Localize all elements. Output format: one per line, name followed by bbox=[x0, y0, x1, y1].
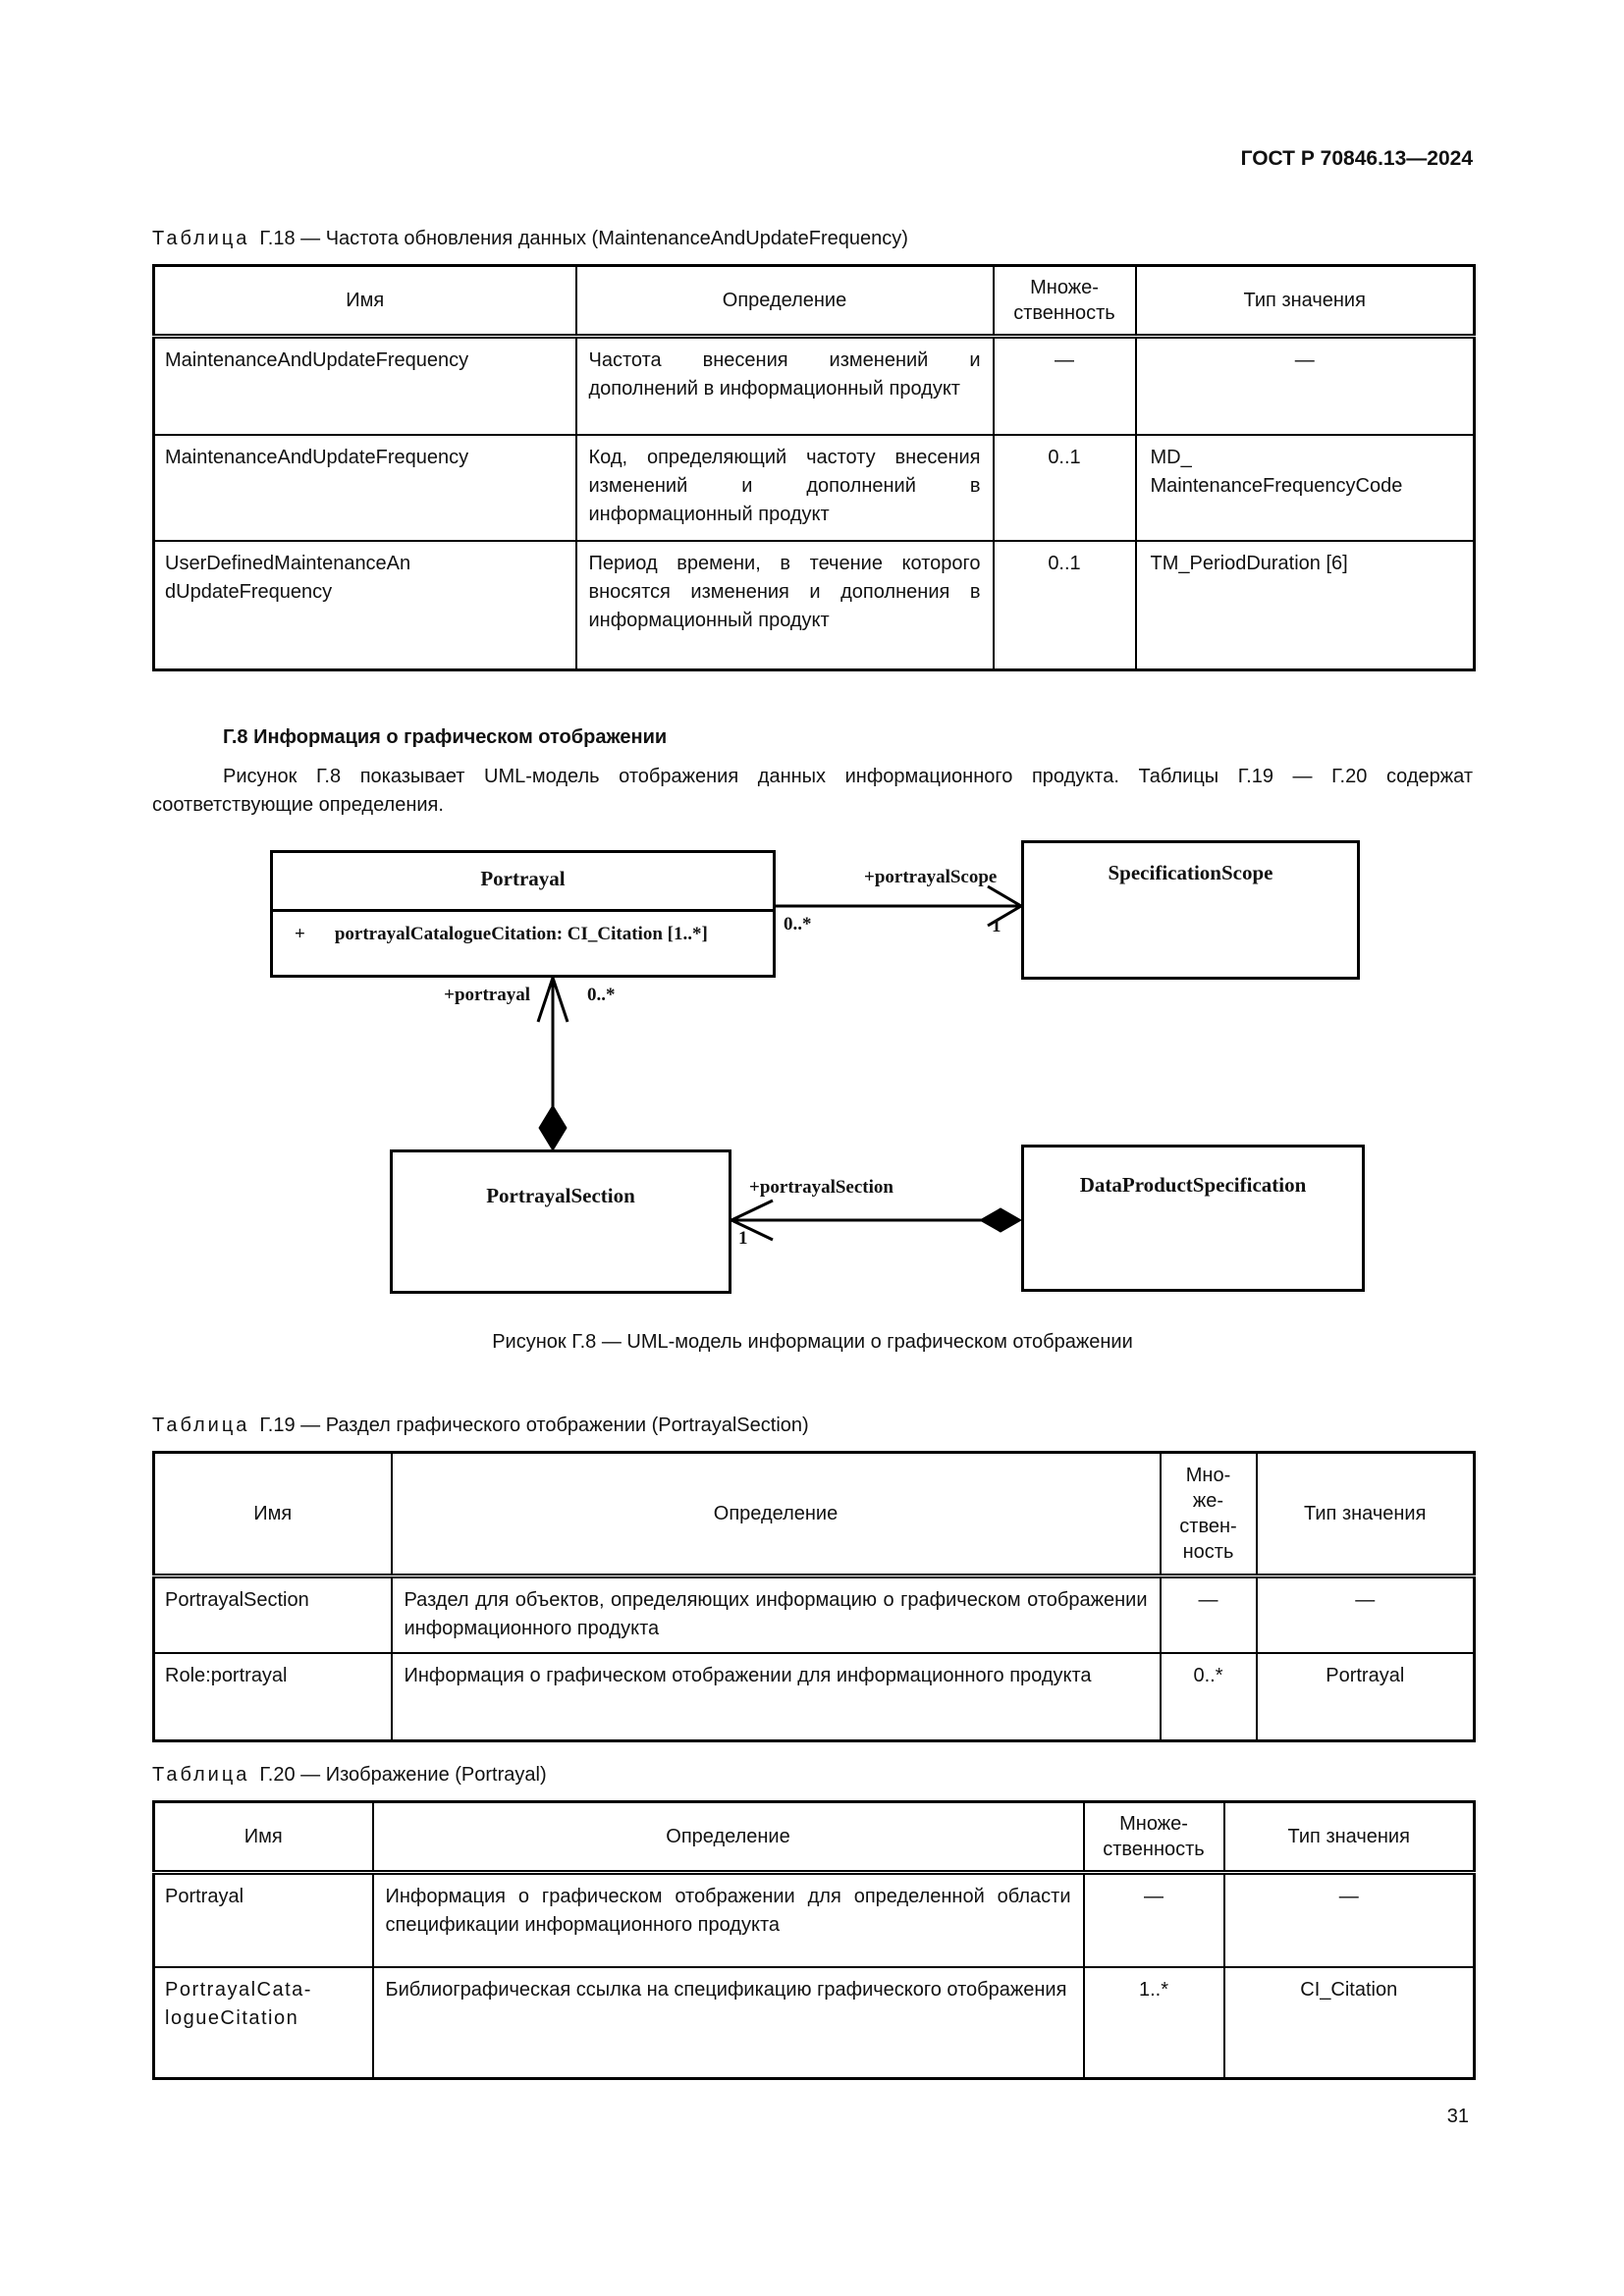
open-arrowhead-left-icon bbox=[728, 1199, 774, 1242]
table-caption-text: Г.18 — Частота обновления данных (Mainte… bbox=[259, 228, 908, 249]
attribute-text: portrayalCatalogueCitation: CI_Citation … bbox=[334, 924, 708, 944]
association-role-label: +portrayalScope bbox=[864, 867, 998, 887]
cell-multiplicity: 0..1 bbox=[992, 539, 1137, 671]
composition-diamond-icon bbox=[978, 1207, 1023, 1233]
col-header-multiplicity: Множе- ственность bbox=[992, 264, 1137, 339]
col-header-definition: Определение bbox=[371, 1800, 1085, 1875]
table-row: UserDefinedMaintenanceAn dUpdateFrequenc… bbox=[152, 539, 1476, 671]
table-caption-word: Таблица bbox=[152, 1415, 250, 1436]
cell-valuetype: — bbox=[1134, 335, 1476, 436]
document-code-header: ГОСТ Р 70846.13—2024 bbox=[1240, 147, 1473, 170]
figure-caption: Рисунок Г.8 — UML-модель информации о гр… bbox=[492, 1331, 1133, 1353]
col-header-multiplicity: Мно- же- ствен- ность bbox=[1159, 1451, 1258, 1578]
cell-name: MaintenanceAndUpdateFrequency bbox=[152, 335, 577, 436]
cell-multiplicity: — bbox=[1082, 1871, 1225, 1968]
table-g19-caption: Таблица Г.19 — Раздел графического отобра… bbox=[152, 1415, 1473, 1437]
uml-connector-layer bbox=[536, 884, 1024, 1242]
cell-name: PortrayalSection bbox=[152, 1575, 393, 1654]
section-paragraph: Рисунок Г.8 показывает UML-модель отобра… bbox=[152, 766, 1473, 816]
col-header-definition: Определение bbox=[574, 264, 995, 339]
col-header-name: Имя bbox=[152, 264, 577, 339]
cell-name: MaintenanceAndUpdateFrequency bbox=[152, 433, 577, 542]
class-name-portrayalsection: PortrayalSection bbox=[486, 1184, 635, 1207]
association-role-label: +portrayalSection bbox=[749, 1177, 893, 1198]
table-row: Portrayal Информация о графическом отобр… bbox=[152, 1871, 1476, 1968]
table-caption-word: Таблица bbox=[152, 228, 250, 249]
cell-multiplicity: 0..1 bbox=[992, 433, 1137, 542]
col-header-definition: Определение bbox=[390, 1451, 1162, 1578]
multiplicity-label: 0..* bbox=[784, 914, 812, 934]
cell-valuetype: CI_Citation bbox=[1222, 1965, 1476, 2080]
cell-valuetype: TM_PeriodDuration [6] bbox=[1134, 539, 1476, 671]
cell-definition: Раздел для объектов, определяющих информ… bbox=[390, 1575, 1162, 1654]
cell-valuetype: — bbox=[1222, 1871, 1476, 1968]
class-box-portrayal: Portrayal + portrayalCatalogueCitation: … bbox=[270, 850, 776, 978]
multiplicity-label: 1 bbox=[992, 916, 1001, 936]
table-row: Role:portrayal Информация о графическом … bbox=[152, 1651, 1476, 1742]
cell-name: UserDefinedMaintenanceAn dUpdateFrequenc… bbox=[152, 539, 577, 671]
cell-definition: Частота внесения изменений и дополнений … bbox=[574, 335, 995, 436]
section-heading: Г.8 Информация о графическом отображении bbox=[223, 726, 668, 748]
table-g18-caption: Таблица Г.18 — Частота обновления данных … bbox=[152, 228, 1473, 250]
table-header-row: Имя Определение Мно- же- ствен- ность Ти… bbox=[152, 1451, 1476, 1578]
col-header-multiplicity: Множе- ственность bbox=[1082, 1800, 1225, 1875]
association-role-label: +portrayal bbox=[444, 985, 530, 1005]
cell-definition: Код, определяющий частоту внесения измен… bbox=[574, 433, 995, 542]
col-header-valuetype: Тип значения bbox=[1222, 1800, 1476, 1875]
col-header-valuetype: Тип значения bbox=[1255, 1451, 1476, 1578]
cell-valuetype: Portrayal bbox=[1255, 1651, 1476, 1742]
table-row: PortrayalCata- logueCitation Библиографи… bbox=[152, 1965, 1476, 2080]
page-number: 31 bbox=[1446, 2106, 1469, 2127]
table-g20: Имя Определение Множе- ственность Тип зн… bbox=[152, 1800, 1476, 2080]
table-header-row: Имя Определение Множе- ственность Тип зн… bbox=[152, 1800, 1476, 1875]
table-header-row: Имя Определение Множе- ственность Тип зн… bbox=[152, 264, 1476, 339]
open-arrowhead-up-icon bbox=[536, 973, 569, 1023]
cell-definition: Информация о графическом отображении для… bbox=[371, 1871, 1085, 1968]
class-attributes-portrayal: + portrayalCatalogueCitation: CI_Citatio… bbox=[273, 909, 773, 945]
table-caption-text: Г.20 — Изображение (Portrayal) bbox=[259, 1764, 547, 1786]
uml-diagram-figure-g8: Portrayal + portrayalCatalogueCitation: … bbox=[152, 828, 1473, 1313]
document-page: ГОСТ Р 70846.13—2024 Таблица Г.18 — Часто… bbox=[152, 147, 1476, 2127]
cell-definition: Библиографическая ссылка на спецификацию… bbox=[371, 1965, 1085, 2080]
class-name-specificationscope: SpecificationScope bbox=[1108, 861, 1273, 884]
cell-definition: Период времени, в течение которого внося… bbox=[574, 539, 995, 671]
class-box-specificationscope: SpecificationScope bbox=[1021, 840, 1360, 980]
composition-diamond-icon bbox=[538, 1104, 568, 1151]
cell-name: Portrayal bbox=[152, 1871, 374, 1968]
class-name-portrayal: Portrayal bbox=[480, 867, 566, 890]
cell-multiplicity: — bbox=[1159, 1575, 1258, 1654]
class-box-portrayalsection: PortrayalSection bbox=[390, 1149, 731, 1294]
table-row: PortrayalSection Раздел для объектов, оп… bbox=[152, 1575, 1476, 1654]
cell-multiplicity: 0..* bbox=[1159, 1651, 1258, 1742]
cell-definition: Информация о графическом отображении для… bbox=[390, 1651, 1162, 1742]
table-g19: Имя Определение Мно- же- ствен- ность Ти… bbox=[152, 1451, 1476, 1742]
cell-name: Role:portrayal bbox=[152, 1651, 393, 1742]
cell-multiplicity: — bbox=[992, 335, 1137, 436]
table-g20-caption: Таблица Г.20 — Изображение (Portrayal) bbox=[152, 1764, 1473, 1787]
table-row: MaintenanceAndUpdateFrequency Код, опред… bbox=[152, 433, 1476, 542]
table-row: MaintenanceAndUpdateFrequency Частота вн… bbox=[152, 335, 1476, 436]
col-header-name: Имя bbox=[152, 1451, 393, 1578]
cell-name: PortrayalCata- logueCitation bbox=[152, 1965, 374, 2080]
col-header-name: Имя bbox=[152, 1800, 374, 1875]
multiplicity-label: 1 bbox=[738, 1228, 748, 1249]
cell-valuetype: MD_ MaintenanceFrequencyCode bbox=[1134, 433, 1476, 542]
table-caption-text: Г.19 — Раздел графического отображении (… bbox=[259, 1415, 809, 1436]
cell-multiplicity: 1..* bbox=[1082, 1965, 1225, 2080]
multiplicity-label: 0..* bbox=[587, 985, 616, 1005]
cell-valuetype: — bbox=[1255, 1575, 1476, 1654]
class-name-dataproductspecification: DataProductSpecification bbox=[1079, 1173, 1307, 1197]
table-g18: Имя Определение Множе- ственность Тип зн… bbox=[152, 264, 1476, 671]
class-box-dataproductspecification: DataProductSpecification bbox=[1021, 1145, 1365, 1292]
col-header-valuetype: Тип значения bbox=[1134, 264, 1476, 339]
table-caption-word: Таблица bbox=[152, 1764, 250, 1786]
attribute-visibility: + bbox=[295, 924, 305, 944]
